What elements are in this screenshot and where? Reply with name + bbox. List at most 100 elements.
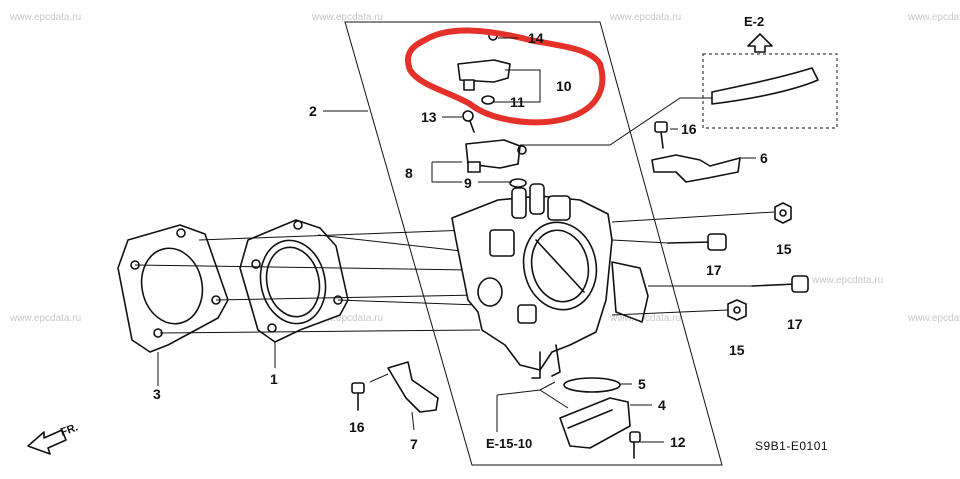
bolt-13 — [462, 110, 475, 133]
bolt-shank — [667, 241, 713, 244]
front-arrow-icon — [27, 429, 67, 455]
sensor-nozzle — [467, 161, 481, 173]
watermark-text: www.epcdata.ru — [907, 313, 960, 324]
gasket-3-bore — [140, 247, 204, 325]
bolt-17-lower — [751, 275, 809, 293]
e2-reference: E-2 — [520, 14, 838, 146]
nut-icon — [727, 299, 747, 321]
idle-port — [477, 277, 503, 307]
bolt-head-icon — [351, 382, 365, 394]
bolt-head-icon — [791, 275, 809, 293]
coolant-pipe — [531, 351, 541, 379]
callout-15-lower: 15 — [729, 342, 745, 358]
bolt-head-icon — [707, 233, 727, 251]
iacv-edge — [567, 409, 613, 429]
up-arrow-icon — [747, 33, 773, 53]
callout-17-upper: 17 — [706, 262, 722, 278]
nut-bore — [779, 209, 787, 217]
bolt-hole-icon — [251, 259, 261, 269]
gasket-3-plate — [117, 224, 229, 353]
bracket-7 — [387, 361, 439, 413]
bolt-shank — [660, 131, 664, 149]
o-ring-icon — [509, 178, 527, 188]
nut-icon — [774, 202, 792, 224]
bolt-head-icon — [629, 431, 641, 443]
gasket-1-plate — [239, 219, 349, 343]
sensor-10 — [457, 31, 511, 105]
sensor-8 — [465, 139, 527, 188]
vacuum-nipple — [511, 187, 527, 219]
e2-dashed-box — [702, 53, 838, 129]
gasket-3 — [117, 224, 229, 353]
front-indicator: FR. — [27, 421, 80, 455]
callout-6: 6 — [760, 150, 768, 166]
bolt-hole-icon — [293, 220, 303, 230]
throttle-shaft — [535, 239, 585, 293]
callout-9: 9 — [464, 175, 472, 191]
bolt-17-upper — [667, 233, 727, 251]
o-ring-icon — [481, 95, 495, 105]
watermark-text: www.epcdata.ru — [9, 12, 81, 23]
callout-1: 1 — [270, 371, 278, 387]
gasket-1 — [239, 219, 349, 343]
bolt-head-icon — [462, 110, 474, 122]
diagram-code: S9B1-E0101 — [755, 439, 828, 453]
coolant-pipe — [551, 344, 561, 377]
callout-10: 10 — [556, 78, 572, 94]
callout-15-upper: 15 — [776, 241, 792, 257]
watermark-text: www.epcdata.ru — [811, 275, 883, 286]
callout-3: 3 — [153, 386, 161, 402]
callout-4: 4 — [658, 397, 666, 413]
callout-16-upper: 16 — [681, 121, 697, 137]
tps-connector — [611, 261, 649, 323]
watermark-text: www.epcdata.ru — [609, 12, 681, 23]
leader-lines — [157, 37, 775, 443]
callout-11: 11 — [510, 94, 525, 110]
vacuum-nipple — [529, 183, 545, 215]
watermark-text: www.epcdata.ru — [907, 12, 960, 23]
callout-12: 12 — [670, 434, 686, 450]
e1510-label: E-15-10 — [486, 436, 532, 451]
gasket-1-bore — [259, 239, 327, 325]
nut-15-upper — [774, 202, 792, 224]
watermarks: www.epcdata.ru www.epcdata.ru www.epcdat… — [9, 12, 960, 324]
throttle-body — [451, 183, 649, 379]
e2-label: E-2 — [744, 14, 764, 29]
nut-bore — [733, 306, 741, 314]
body-boss — [517, 304, 537, 324]
watermark-text: www.epcdata.ru — [311, 313, 383, 324]
hose-icon — [711, 67, 819, 105]
callout-17-lower: 17 — [787, 316, 803, 332]
callout-2: 2 — [309, 103, 317, 119]
map-sensor — [457, 59, 511, 83]
body-boss — [489, 229, 515, 257]
bracket-6 — [651, 154, 741, 183]
iacv-body — [559, 397, 631, 449]
watermark-text: www.epcdata.ru — [609, 313, 681, 324]
callout-14: 14 — [528, 30, 544, 46]
leader-hose — [520, 97, 712, 146]
sensor-mount — [547, 195, 571, 221]
callout-16-lower: 16 — [349, 419, 365, 435]
front-label: FR. — [59, 421, 80, 438]
callout-7: 7 — [410, 436, 418, 452]
gasket-1-bead — [265, 246, 321, 318]
watermark-text: www.epcdata.ru — [9, 313, 81, 324]
bolt-16-lower — [351, 382, 365, 411]
part-4 — [559, 397, 631, 449]
callout-13: 13 — [421, 109, 437, 125]
alignment-lines — [134, 229, 481, 334]
connector-icon — [517, 145, 527, 155]
bolt-shank — [751, 283, 797, 287]
callouts: 2 14 10 11 13 16 6 8 9 15 17 17 15 1 3 5… — [153, 30, 803, 452]
sensor-nozzle — [463, 79, 475, 91]
bolt-shank — [469, 120, 475, 133]
bolt-12 — [629, 431, 641, 459]
watermark-text: www.epcdata.ru — [311, 12, 383, 23]
callout-5: 5 — [638, 376, 646, 392]
gasket-5 — [563, 377, 621, 393]
nut-15-lower — [727, 299, 747, 321]
callout-8: 8 — [405, 165, 413, 181]
bolt-hole-icon — [176, 228, 186, 238]
